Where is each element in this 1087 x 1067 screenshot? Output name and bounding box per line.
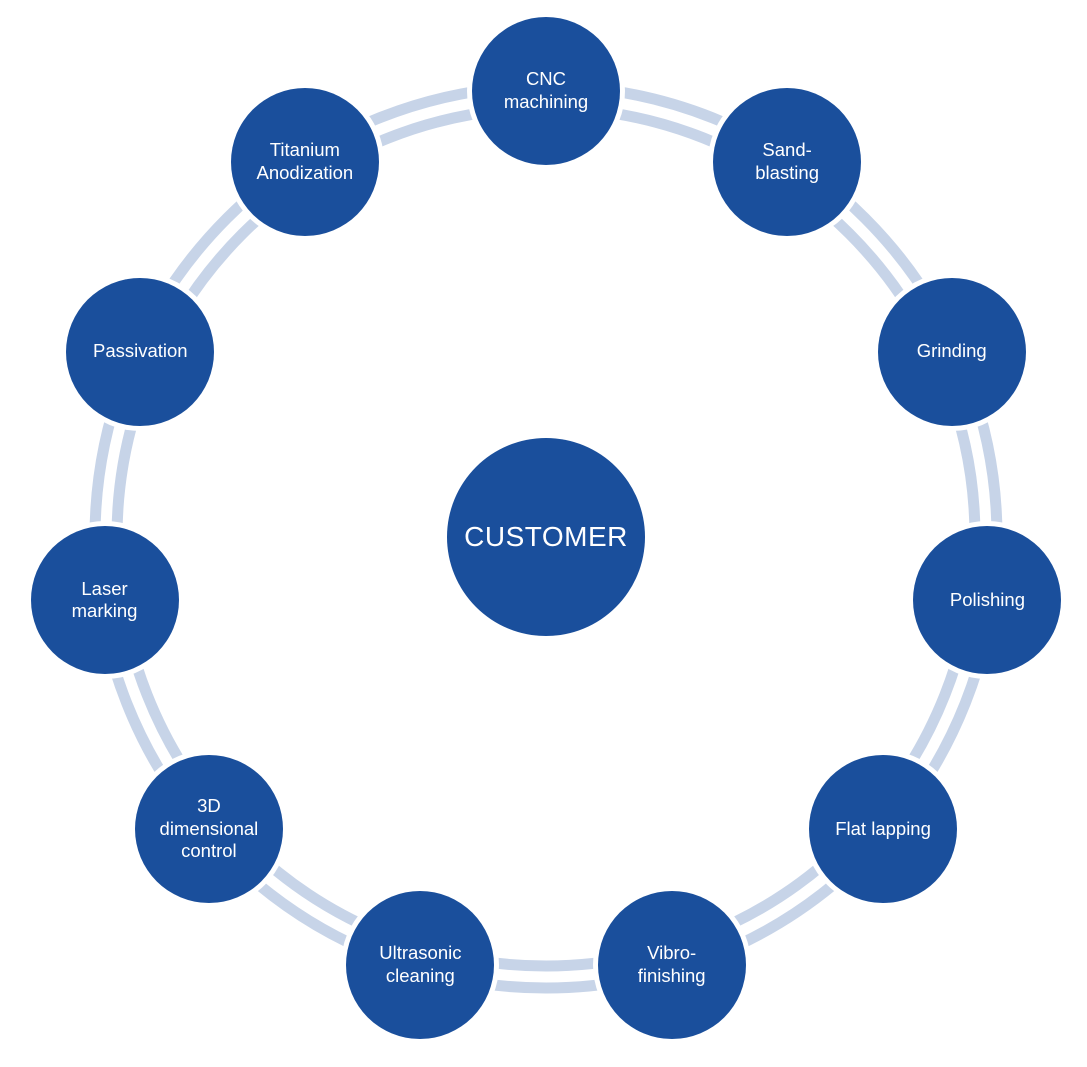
- node-label: Laser marking: [71, 577, 138, 622]
- node-vibro-finishing: Vibro- finishing: [597, 890, 746, 1039]
- node-grinding: Grinding: [877, 277, 1026, 426]
- node-label: Polishing: [949, 589, 1025, 611]
- node-label: Sand- blasting: [755, 139, 819, 183]
- node-ultrasonic-cleaning: Ultrasonic cleaning: [346, 890, 495, 1039]
- node-sand-blasting: Sand- blasting: [713, 87, 862, 236]
- node-laser-marking: Laser marking: [30, 526, 179, 675]
- node-3d-dimensional-control: 3D dimensional control: [134, 755, 283, 904]
- center-node-customer: CUSTOMER: [447, 438, 645, 636]
- center-label: CUSTOMER: [464, 521, 628, 552]
- node-label: Ultrasonic cleaning: [379, 942, 462, 986]
- node-titanium-anodization: Titanium Anodization: [230, 87, 379, 236]
- node-label: Vibro- finishing: [637, 942, 706, 986]
- node-label: Passivation: [92, 340, 188, 362]
- node-passivation: Passivation: [66, 277, 215, 426]
- node-polishing: Polishing: [913, 526, 1062, 675]
- node-flat-lapping: Flat lapping: [809, 755, 958, 904]
- node-label: Flat lapping: [835, 817, 931, 839]
- node-cnc-machining: CNC machining: [472, 17, 620, 165]
- node-label: CNC machining: [503, 68, 589, 112]
- node-label: Grinding: [916, 340, 987, 362]
- node-label: Titanium Anodization: [256, 139, 354, 183]
- node-label: 3D dimensional control: [159, 795, 259, 862]
